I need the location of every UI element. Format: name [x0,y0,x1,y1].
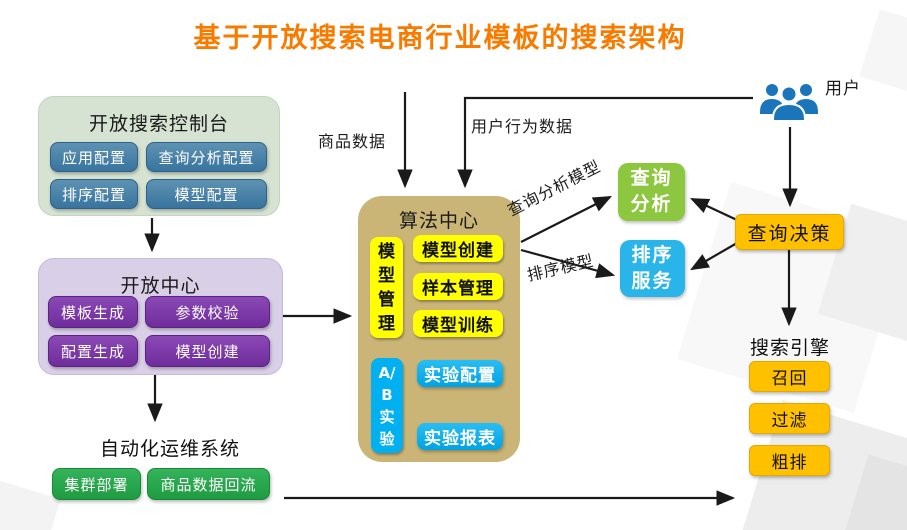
ops-system-title: 自动化运维系统 [99,438,240,460]
algo-center-title: 算法中心 [398,210,479,232]
query-decision-box: 查询决策 [735,214,844,250]
user-label: 用户 [825,79,861,99]
goods-data-label: 商品数据 [318,132,387,151]
config-generate-button: 配置生成 [48,335,138,367]
search-engine-title: 搜索引擎 [749,337,830,359]
page-title: 基于开放搜索电商行业模板的搜索架构 [193,23,687,54]
rank-config-button: 排序配置 [50,179,138,209]
template-generate-button: 模板生成 [48,296,138,328]
rank-service: 排序 服务 [620,240,685,297]
user-behavior-label: 用户行为数据 [471,117,574,136]
rough-rank-button: 粗排 [749,445,830,476]
model-create-button-oc: 模型创建 [145,335,270,367]
query-analysis-config-button: 查询分析配置 [146,142,267,172]
open-center-title: 开放中心 [120,275,201,297]
sample-manage-button: 样本管理 [413,273,503,300]
model-train-button: 模型训练 [413,310,503,337]
model-management-group-label: 模 型 管 理 [370,237,403,338]
experiment-config-button: 实验配置 [417,360,503,387]
app-config-button: 应用配置 [50,142,138,172]
goods-data-backflow-button: 商品数据回流 [147,468,270,500]
ab-test-group-label: A/ B 实 验 [371,358,403,453]
recall-button: 召回 [749,361,830,392]
filter-button: 过滤 [749,403,830,434]
experiment-report-button: 实验报表 [417,423,503,450]
model-config-button: 模型配置 [146,179,267,209]
cluster-deploy-button: 集群部署 [52,468,141,500]
console-panel-title: 开放搜索控制台 [88,113,229,135]
users-icon [760,84,818,122]
model-create-button: 模型创建 [413,235,503,262]
param-check-button: 参数校验 [145,296,270,328]
query-analysis-service: 查询 分析 [618,163,685,221]
